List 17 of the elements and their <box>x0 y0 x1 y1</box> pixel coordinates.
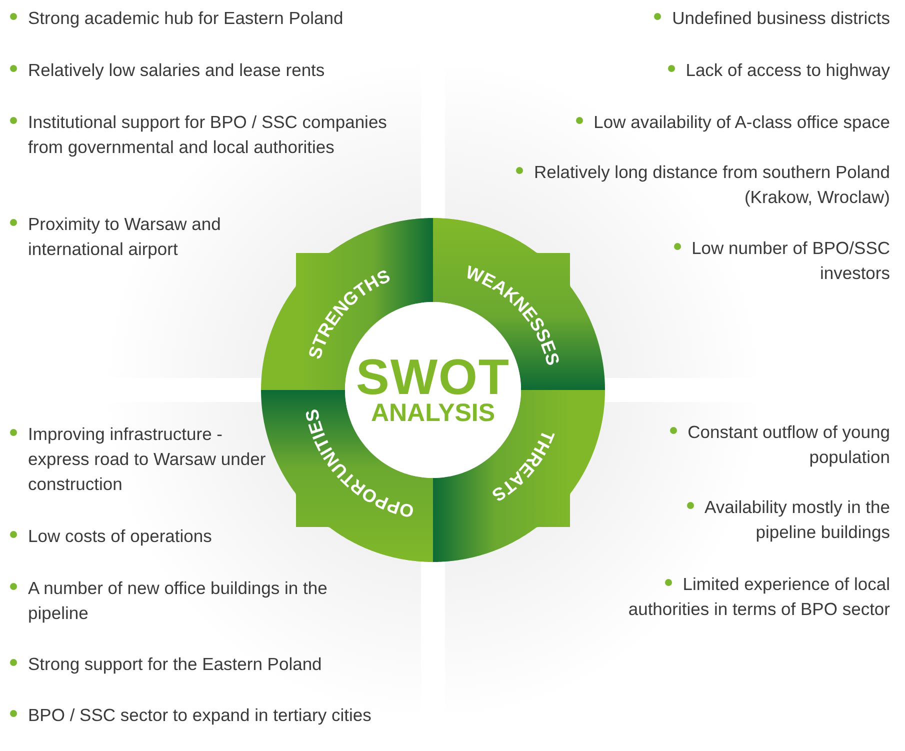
bullet-item: Proximity to Warsaw and international airport <box>10 212 273 262</box>
bullet-item: Strong support for the Eastern Poland <box>10 652 428 677</box>
bullet-item: A number of new office buildings in the pipeline <box>10 576 388 626</box>
bullet-item: Relatively long distance from southern Poland (Krakow, Wroclaw) <box>510 160 890 210</box>
bullet-item: Strong academic hub for Eastern Poland <box>10 6 448 31</box>
bullet-item: Lack of access to highway <box>520 58 890 83</box>
bullet-item: Low number of BPO/SSC investors <box>600 236 890 286</box>
bullet-item: Low availability of A-class office space <box>480 110 890 135</box>
bullet-item: Low costs of operations <box>10 524 328 549</box>
bullet-item: Institutional support for BPO / SSC companies from governmental and local authorities <box>10 110 418 160</box>
bullet-item: Undefined business districts <box>520 6 890 31</box>
bullet-item: Limited experience of local authorities in terms of BPO sector <box>580 572 890 622</box>
bullet-item: Constant outflow of young population <box>660 420 890 470</box>
bullet-item: BPO / SSC sector to expand in tertiary cities <box>10 703 418 728</box>
bullet-item: Relatively low salaries and lease rents <box>10 58 448 83</box>
bullet-item: Availability mostly in the pipeline buildings <box>630 495 890 545</box>
bullet-item: Improving infrastructure - express road to Warsaw under construction <box>10 422 288 497</box>
